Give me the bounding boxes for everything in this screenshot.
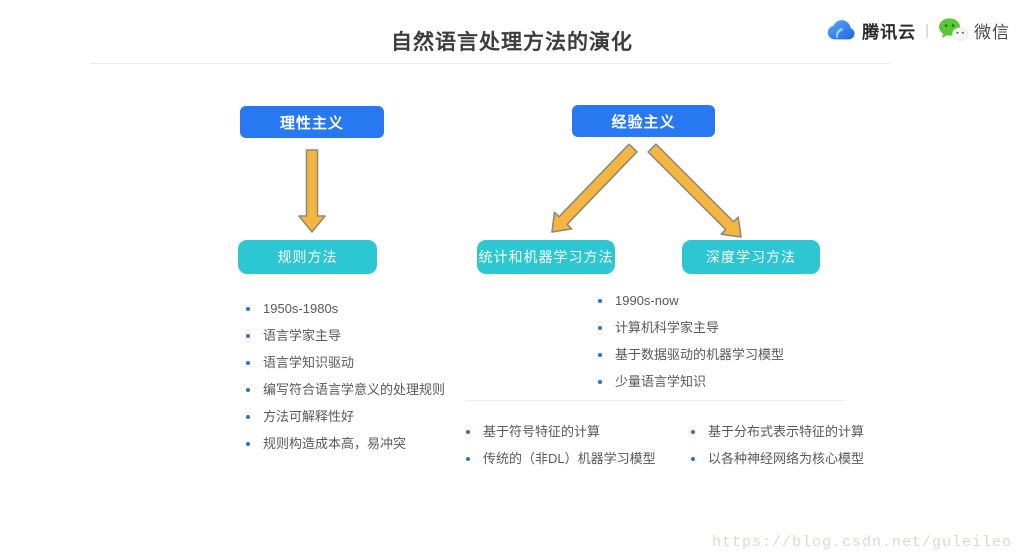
page-title: 自然语言处理方法的演化 [391,31,633,54]
empiricism-list: 1990s-now 计算机科学家主导 基于数据驱动的机器学习模型 少量语言学知识 [598,293,784,401]
wechat-label: 微信 [974,22,1010,42]
down-left-arrow-icon [551,143,638,233]
list-item-text: 语言学知识驱动 [263,355,355,370]
list-item-text: 规则构造成本高，易冲突 [263,436,407,451]
statistical-ml-list: 基于符号特征的计算 传统的（非DL）机器学习模型 [466,424,656,478]
bullet-icon [246,307,250,311]
bullet-icon [246,361,250,365]
bullet-icon [246,334,250,338]
bullet-icon [466,430,470,434]
list-item: 方法可解释性好 [246,409,445,436]
list-item-text: 基于符号特征的计算 [483,424,601,439]
list-item-text: 少量语言学知识 [615,374,707,389]
list-item: 基于分布式表示特征的计算 [691,424,864,451]
tencent-cloud-icon [824,18,857,43]
bullet-icon [246,442,250,446]
node-deep-learning-methods: 深度学习方法 [682,240,820,274]
list-item-text: 编写符合语言学意义的处理规则 [263,382,446,397]
node-empiricism: 经验主义 [572,105,715,137]
list-item-text: 计算机科学家主导 [615,320,720,335]
rule-methods-list: 1950s-1980s 语言学家主导 语言学知识驱动 编写符合语言学意义的处理规… [246,301,445,463]
list-item: 规则构造成本高，易冲突 [246,436,445,463]
bullet-icon [691,457,695,461]
down-arrow-icon [298,149,326,233]
list-item-text: 方法可解释性好 [263,409,355,424]
down-right-arrow-icon [647,143,742,238]
bullet-icon [598,326,602,330]
list-item-text: 基于分布式表示特征的计算 [708,424,865,439]
list-item: 计算机科学家主导 [598,320,784,347]
title-divider [90,63,890,64]
bullet-icon [246,415,250,419]
list-item-text: 1950s-1980s [263,301,339,316]
list-item-text: 语言学家主导 [263,328,342,343]
list-item: 编写符合语言学意义的处理规则 [246,382,445,409]
list-item-text: 1990s-now [615,293,679,308]
deep-learning-list: 基于分布式表示特征的计算 以各种神经网络为核心模型 [691,424,864,478]
bullet-icon [691,430,695,434]
bullet-icon [246,388,250,392]
bullet-icon [598,353,602,357]
list-item: 传统的（非DL）机器学习模型 [466,451,656,478]
bullet-icon [598,380,602,384]
list-item: 1990s-now [598,293,784,320]
wechat-icon [938,17,969,43]
tencent-cloud-label: 腾讯云 [862,22,917,42]
list-item: 以各种神经网络为核心模型 [691,451,864,478]
brand-logos: 腾讯云 | 微信 [824,17,1010,43]
node-statistical-ml-methods: 统计和机器学习方法 [477,240,615,274]
list-item: 少量语言学知识 [598,374,784,401]
list-item: 1950s-1980s [246,301,445,328]
list-item: 基于符号特征的计算 [466,424,656,451]
watermark-url: https://blog.csdn.net/guleileo [711,534,1012,551]
node-rationalism: 理性主义 [240,106,384,138]
list-item-text: 基于数据驱动的机器学习模型 [615,347,785,362]
list-item: 语言学知识驱动 [246,355,445,382]
list-item-text: 以各种神经网络为核心模型 [708,451,865,466]
section-divider [465,400,845,401]
list-item: 语言学家主导 [246,328,445,355]
bullet-icon [598,299,602,303]
list-item-text: 传统的（非DL）机器学习模型 [483,451,656,466]
node-rule-methods: 规则方法 [238,240,377,274]
bullet-icon [466,457,470,461]
brand-separator: | [925,21,929,39]
list-item: 基于数据驱动的机器学习模型 [598,347,784,374]
